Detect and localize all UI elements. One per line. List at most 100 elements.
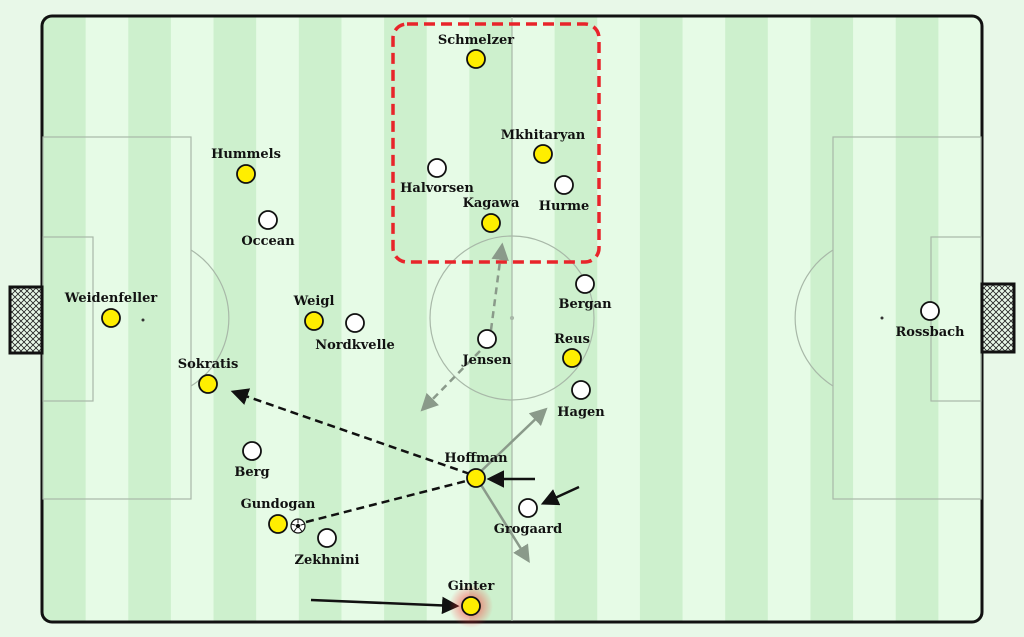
player-sokratis[interactable]: Sokratis: [178, 357, 239, 394]
goal-right: [980, 282, 1016, 354]
pitch-stripe: [213, 17, 257, 621]
player-nordkvelle[interactable]: Nordkvelle: [315, 313, 395, 353]
player-marker[interactable]: [554, 175, 574, 195]
player-marker[interactable]: [562, 348, 582, 368]
highlight-zone: [391, 22, 601, 264]
pitch-stripe: [597, 17, 641, 621]
movement-arrow-jensen-up: [489, 242, 509, 331]
player-name-label: Hurme: [539, 199, 590, 214]
player-rossbach[interactable]: Rossbach: [896, 301, 966, 340]
pitch-stripe: [426, 17, 470, 621]
movement-arrow-hoffman-up: [475, 407, 548, 477]
pitch-stripe: [43, 17, 87, 621]
pitch-stripe: [554, 17, 598, 621]
pitch-stripe: [512, 17, 556, 621]
player-marker[interactable]: [461, 596, 481, 616]
player-hoffman[interactable]: Hoffman: [444, 451, 508, 488]
movement-arrow-jensen-down: [420, 350, 481, 412]
player-name-label: Grogaard: [494, 522, 563, 537]
pitch-stripe: [170, 17, 215, 621]
run-arrow-ginter: [310, 596, 460, 615]
player-marker[interactable]: [427, 158, 447, 178]
player-name-label: Berg: [234, 465, 269, 480]
player-marker[interactable]: [242, 441, 262, 461]
player-mkhitaryan[interactable]: Mkhitaryan: [501, 128, 586, 164]
player-name-label: Reus: [554, 332, 590, 347]
goal-left: [8, 285, 44, 355]
pass-arrow-hoffman-sokratis: [230, 388, 471, 476]
player-marker[interactable]: [304, 311, 324, 331]
pitch-stripe: [767, 17, 811, 621]
player-reus[interactable]: Reus: [554, 332, 590, 368]
player-name-label: Jensen: [462, 353, 512, 368]
player-jensen[interactable]: Jensen: [462, 329, 512, 368]
pitch-stripes: [43, 17, 982, 621]
pass-arrows: [230, 388, 580, 615]
pitch-stripe: [810, 17, 854, 621]
pitch-stripe: [128, 17, 172, 621]
players-layer: SchmelzerMkhitaryanHalvorsenHurmeKagawaH…: [64, 33, 966, 616]
player-name-label: Bergan: [558, 297, 612, 312]
penalty-spot-left: [141, 318, 145, 322]
player-weigl[interactable]: Weigl: [293, 294, 335, 331]
pitch-stripe: [853, 17, 897, 621]
pitch-stripe: [938, 17, 982, 621]
player-name-label: Nordkvelle: [315, 338, 394, 353]
player-name-label: Hoffman: [444, 451, 508, 466]
player-marker[interactable]: [533, 144, 553, 164]
player-ginter[interactable]: Ginter: [448, 579, 495, 616]
player-name-label: Rossbach: [896, 325, 966, 340]
player-name-label: Mkhitaryan: [501, 128, 586, 143]
penalty-spot-right: [880, 316, 884, 320]
player-zekhnini[interactable]: Zekhnini: [295, 528, 360, 568]
player-name-label: Ginter: [448, 579, 495, 594]
player-kagawa[interactable]: Kagawa: [463, 196, 520, 233]
player-bergan[interactable]: Bergan: [558, 274, 612, 312]
player-marker[interactable]: [236, 164, 256, 184]
player-grogaard[interactable]: Grogaard: [494, 498, 563, 537]
player-name-label: Weidenfeller: [64, 291, 158, 306]
player-name-label: Occean: [241, 234, 295, 249]
player-schmelzer[interactable]: Schmelzer: [438, 33, 514, 69]
player-gundogan[interactable]: Gundogan: [241, 497, 316, 534]
pitch-stripe: [639, 17, 684, 621]
player-name-label: Hummels: [211, 147, 281, 162]
player-name-label: Kagawa: [463, 196, 520, 211]
player-marker[interactable]: [518, 498, 538, 518]
player-marker[interactable]: [268, 514, 288, 534]
player-marker[interactable]: [258, 210, 278, 230]
pitch-stripe: [469, 17, 513, 621]
player-marker[interactable]: [466, 468, 486, 488]
player-weidenfeller[interactable]: Weidenfeller: [64, 291, 158, 328]
player-marker[interactable]: [575, 274, 595, 294]
player-marker[interactable]: [317, 528, 337, 548]
player-hagen[interactable]: Hagen: [557, 380, 605, 420]
pitch-stripe: [682, 17, 726, 621]
press-arrow-grogaard: [540, 485, 580, 506]
movement-arrows: [420, 242, 548, 563]
player-berg[interactable]: Berg: [234, 441, 270, 480]
player-halvorsen[interactable]: Halvorsen: [400, 158, 474, 196]
player-name-label: Schmelzer: [438, 33, 514, 48]
ball-icon: [290, 518, 306, 534]
movement-arrow-hoffman-down: [476, 479, 530, 563]
player-marker[interactable]: [481, 213, 501, 233]
pass-arrow-gundogan-hoffman: [305, 478, 471, 524]
player-marker[interactable]: [571, 380, 591, 400]
player-marker[interactable]: [101, 308, 121, 328]
player-hummels[interactable]: Hummels: [211, 147, 281, 184]
player-name-label: Sokratis: [178, 357, 239, 372]
player-marker[interactable]: [466, 49, 486, 69]
player-marker[interactable]: [920, 301, 940, 321]
player-name-label: Weigl: [293, 294, 335, 309]
player-marker[interactable]: [477, 329, 497, 349]
player-name-label: Gundogan: [241, 497, 316, 512]
pitch-stripe: [384, 17, 428, 621]
player-occean[interactable]: Occean: [241, 210, 295, 249]
player-hurme[interactable]: Hurme: [539, 175, 590, 214]
player-name-label: Hagen: [557, 405, 605, 420]
player-name-label: Halvorsen: [400, 181, 474, 196]
player-marker[interactable]: [198, 374, 218, 394]
player-marker[interactable]: [345, 313, 365, 333]
